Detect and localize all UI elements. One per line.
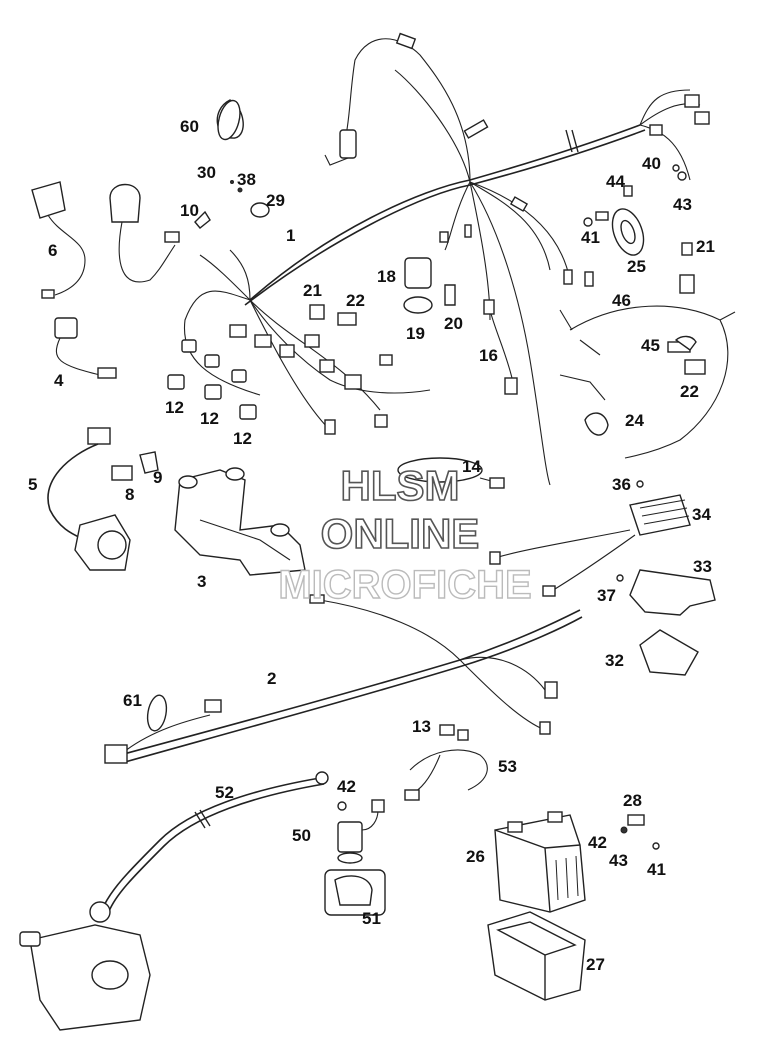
callout-61: 61: [123, 691, 142, 710]
switch-lead: [54, 317, 117, 379]
callout-12b: 12: [200, 409, 219, 428]
cable-ties: [146, 99, 241, 732]
callout-22b: 22: [680, 382, 699, 401]
callout-18: 18: [377, 267, 396, 286]
callout-8: 8: [125, 485, 134, 504]
connectors-21-22: [309, 242, 706, 375]
handlebar-switch: [47, 427, 131, 571]
callout-42b: 42: [588, 833, 607, 852]
callout-25: 25: [627, 257, 646, 276]
capacitor-18-clamp-19-bracket-20: [403, 257, 456, 314]
terminals-28: [620, 814, 660, 850]
grommets-12: [167, 339, 257, 420]
clip-45: [674, 335, 697, 351]
callout-29: 29: [266, 191, 285, 210]
watermark-line-3: MICROFICHE: [278, 563, 531, 607]
pad-32: [639, 629, 699, 676]
callout-43a: 43: [673, 195, 692, 214]
callout-10: 10: [180, 201, 199, 220]
harness-46: [559, 305, 736, 459]
callout-2: 2: [267, 669, 276, 688]
callout-34: 34: [692, 505, 711, 524]
sensor-14: [397, 457, 505, 489]
regulator-34: [489, 480, 716, 616]
horn-25: [583, 185, 645, 256]
bolts-40-43: [672, 164, 687, 181]
main-wiring-harness: [183, 32, 710, 486]
callout-50: 50: [292, 826, 311, 845]
callout-27: 27: [586, 955, 605, 974]
callout-21a: 21: [303, 281, 322, 300]
mounting-bracket: [174, 467, 306, 576]
secondary-harness: [104, 594, 583, 764]
callout-44: 44: [606, 172, 625, 191]
lead-53: [404, 724, 488, 801]
callout-9: 9: [153, 468, 162, 487]
relay-unit-6: [31, 181, 86, 299]
relay-50: [324, 799, 386, 916]
callout-20: 20: [444, 314, 463, 333]
callout-24: 24: [625, 411, 644, 430]
switch-16: [483, 299, 518, 395]
callout-46: 46: [612, 291, 631, 310]
callout-labels: 1 2 3 4 5 6 8 9 10 12 12 12 13 14 16 18 …: [28, 117, 715, 974]
callout-3: 3: [197, 572, 206, 591]
callout-14: 14: [462, 457, 481, 476]
callout-33: 33: [693, 557, 712, 576]
battery-26: [494, 811, 586, 913]
callout-36: 36: [612, 475, 631, 494]
callout-40: 40: [642, 154, 661, 173]
callout-1: 1: [286, 226, 295, 245]
callout-16: 16: [479, 346, 498, 365]
callout-30: 30: [197, 163, 216, 182]
callout-38: 38: [237, 170, 256, 189]
watermark-line-1: HLSM: [341, 462, 460, 509]
clips-8-9: [111, 451, 159, 481]
watermark: HLSM ONLINE MICROFICHE: [278, 461, 533, 608]
callout-12a: 12: [165, 398, 184, 417]
callout-60: 60: [180, 117, 199, 136]
callout-19: 19: [406, 324, 425, 343]
callout-12c: 12: [233, 429, 252, 448]
callout-26: 26: [466, 847, 485, 866]
callout-21b: 21: [696, 237, 715, 256]
callout-22a: 22: [346, 291, 365, 310]
callout-6: 6: [48, 241, 57, 260]
watermark-line-2: ONLINE: [321, 510, 480, 557]
callout-32: 32: [605, 651, 624, 670]
callout-5: 5: [28, 475, 37, 494]
callout-28: 28: [623, 791, 642, 810]
callout-37: 37: [597, 586, 616, 605]
callout-45: 45: [641, 336, 660, 355]
callout-43b: 43: [609, 851, 628, 870]
battery-box-27: [487, 911, 586, 1001]
callout-41a: 41: [581, 228, 600, 247]
callout-42a: 42: [337, 777, 356, 796]
callout-51: 51: [362, 909, 381, 928]
callout-4: 4: [54, 371, 64, 390]
callout-53: 53: [498, 757, 517, 776]
starter-cable-52: [19, 771, 329, 1031]
callout-41b: 41: [647, 860, 666, 879]
callout-52: 52: [215, 783, 234, 802]
callout-13: 13: [412, 717, 431, 736]
